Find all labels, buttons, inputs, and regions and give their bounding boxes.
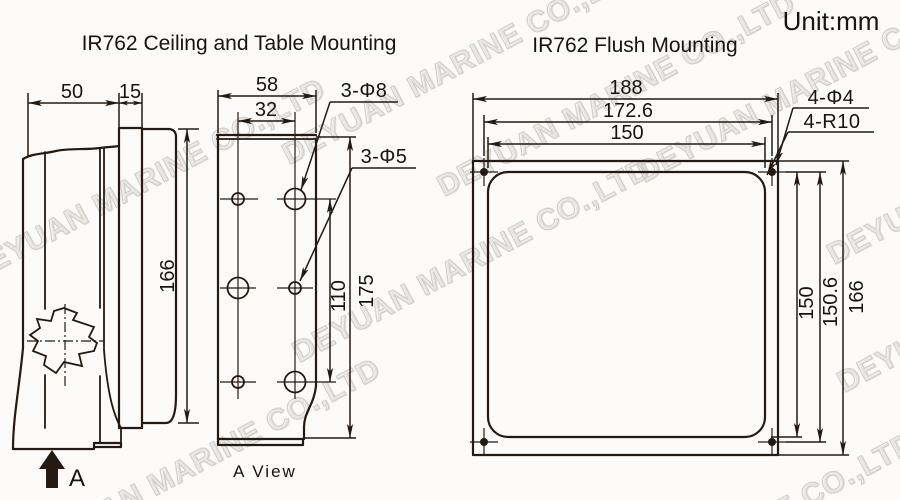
leader-holes bbox=[775, 107, 794, 166]
hole-large bbox=[283, 187, 307, 211]
bracket-top-edge bbox=[21, 144, 121, 161]
hole-small bbox=[231, 375, 245, 389]
hole-centerlines-vertical bbox=[237, 112, 296, 399]
a-view-caption: A View bbox=[233, 462, 297, 481]
corner-hole-cross bbox=[470, 158, 498, 186]
dim-hole-spacing-y: 110 bbox=[328, 280, 350, 312]
leader-corner-radius bbox=[766, 131, 789, 176]
dim-outer-height: 166 bbox=[846, 280, 868, 313]
device-body bbox=[140, 127, 178, 425]
hole-centerlines-horizontal bbox=[220, 198, 336, 383]
dim-bracket-depth: 50 bbox=[61, 81, 83, 103]
ceiling-table-side-view: 50 15 166 A bbox=[11, 81, 199, 492]
a-view: 58 32 110 175 3-Φ8 3-Φ5 A View bbox=[215, 74, 416, 481]
dim-plate-thickness: 15 bbox=[119, 81, 141, 103]
leader-large-holes bbox=[300, 101, 331, 191]
unit-label: Unit:mm bbox=[783, 6, 880, 36]
hole-small bbox=[288, 281, 302, 295]
bracket-left-edge bbox=[11, 157, 25, 451]
cutout-rounded-square bbox=[486, 170, 767, 439]
right-extension-lines bbox=[771, 160, 849, 456]
flush-view: 188 172.6 150 150 150.6 166 4-Φ4 4-R10 bbox=[470, 77, 874, 457]
bracket-foot bbox=[11, 441, 123, 451]
label-small-holes: 3-Φ5 bbox=[361, 146, 408, 168]
plate-extension-lines bbox=[118, 93, 143, 128]
ceiling-table-title: IR762 Ceiling and Table Mounting bbox=[82, 32, 397, 55]
dim-cutout-height: 150 bbox=[796, 286, 818, 319]
dim-plate-width: 58 bbox=[256, 74, 278, 96]
dim-outer-width: 188 bbox=[609, 77, 642, 99]
corner-holes bbox=[470, 158, 786, 456]
dim166-extensions bbox=[178, 128, 199, 424]
panel-outline bbox=[471, 159, 780, 457]
top-extension-lines bbox=[472, 93, 779, 168]
label-holes: 4-Φ4 bbox=[808, 87, 855, 109]
hole-large bbox=[283, 370, 307, 394]
dim-hole-spacing-y: 150.6 bbox=[820, 277, 842, 327]
view-arrow-label: A bbox=[69, 465, 85, 492]
hole-large bbox=[226, 276, 250, 300]
view-direction-arrow bbox=[39, 450, 65, 488]
mounting-plate bbox=[117, 126, 144, 430]
label-corner-radius: 4-R10 bbox=[804, 111, 861, 133]
knob-centerlines bbox=[27, 304, 104, 388]
plate-right-edge bbox=[302, 137, 318, 441]
flush-title: IR762 Flush Mounting bbox=[532, 34, 737, 57]
leader-small-holes bbox=[299, 167, 353, 282]
corner-hole-cross bbox=[758, 428, 786, 456]
corner-hole-cross bbox=[470, 428, 498, 456]
dim-plate-height: 175 bbox=[356, 274, 378, 307]
label-large-holes: 3-Φ8 bbox=[341, 80, 388, 102]
dim-cutout-width: 150 bbox=[610, 122, 643, 144]
dim-hole-spacing-x: 172.6 bbox=[603, 100, 653, 122]
plate-foot bbox=[216, 437, 305, 447]
locking-knob bbox=[28, 307, 99, 375]
hole-small bbox=[231, 192, 245, 206]
dim-hole-spacing-x: 32 bbox=[255, 99, 277, 121]
dim-height: 166 bbox=[157, 259, 179, 292]
